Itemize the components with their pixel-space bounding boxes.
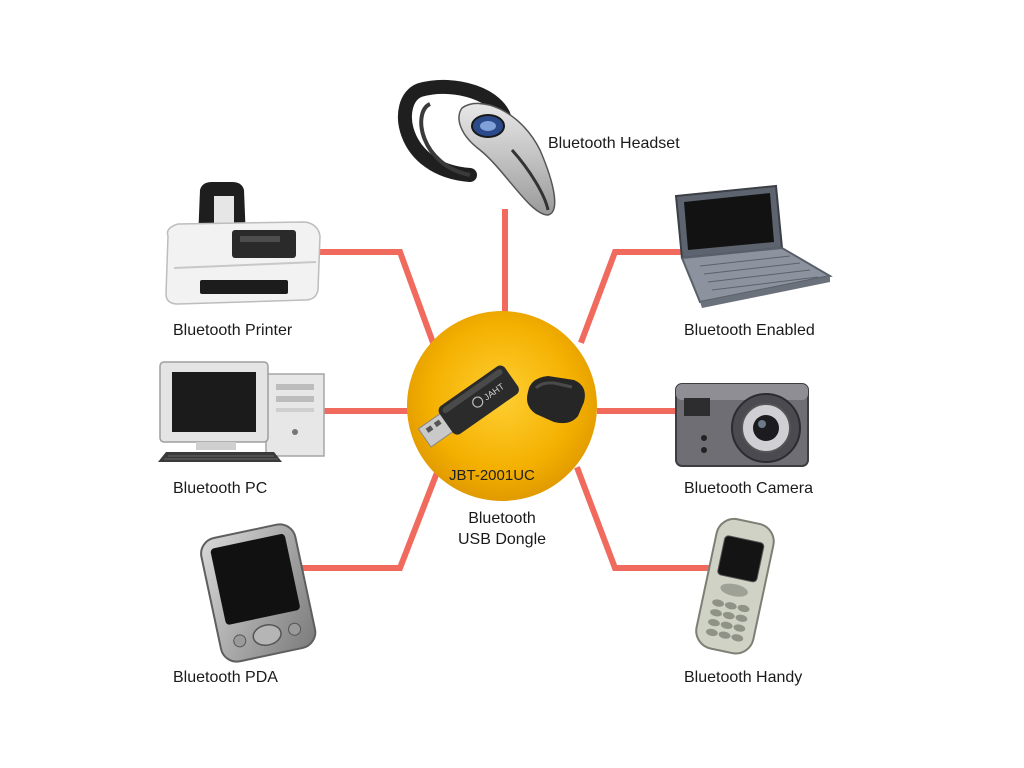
pda-icon [200, 523, 317, 663]
camera-icon [675, 383, 809, 467]
label-bluetooth-pda: Bluetooth PDA [173, 669, 278, 686]
headset-icon [397, 79, 556, 216]
label-bluetooth-pc: Bluetooth PC [173, 480, 268, 497]
printer-icon [165, 182, 321, 305]
label-bluetooth-enabled: Bluetooth Enabled [684, 322, 815, 339]
label-usb-dongle-line2: USB Dongle [457, 531, 547, 548]
label-usb-dongle: Bluetooth USB Dongle [440, 508, 564, 550]
mobile-phone-icon [695, 517, 775, 655]
label-usb-dongle-line1: Bluetooth [468, 510, 536, 527]
dongle-cap-icon [527, 376, 585, 424]
desktop-pc-icon [158, 361, 325, 462]
connector-pda [297, 466, 442, 571]
usb-dongle-hub [407, 311, 597, 501]
label-bluetooth-printer: Bluetooth Printer [173, 322, 293, 339]
usb-dongle-icon: JAHT [417, 365, 519, 448]
label-bluetooth-camera: Bluetooth Camera [684, 480, 813, 497]
connector-printer [317, 249, 436, 344]
laptop-icon [674, 184, 833, 308]
connector-handy [574, 466, 713, 571]
label-bluetooth-handy: Bluetooth Handy [684, 669, 803, 686]
label-bluetooth-headset: Bluetooth Headset [548, 135, 680, 152]
connector-enabled [578, 249, 693, 344]
connector-lines [297, 209, 713, 571]
label-dongle-model: JBT-2001UC [449, 467, 535, 484]
